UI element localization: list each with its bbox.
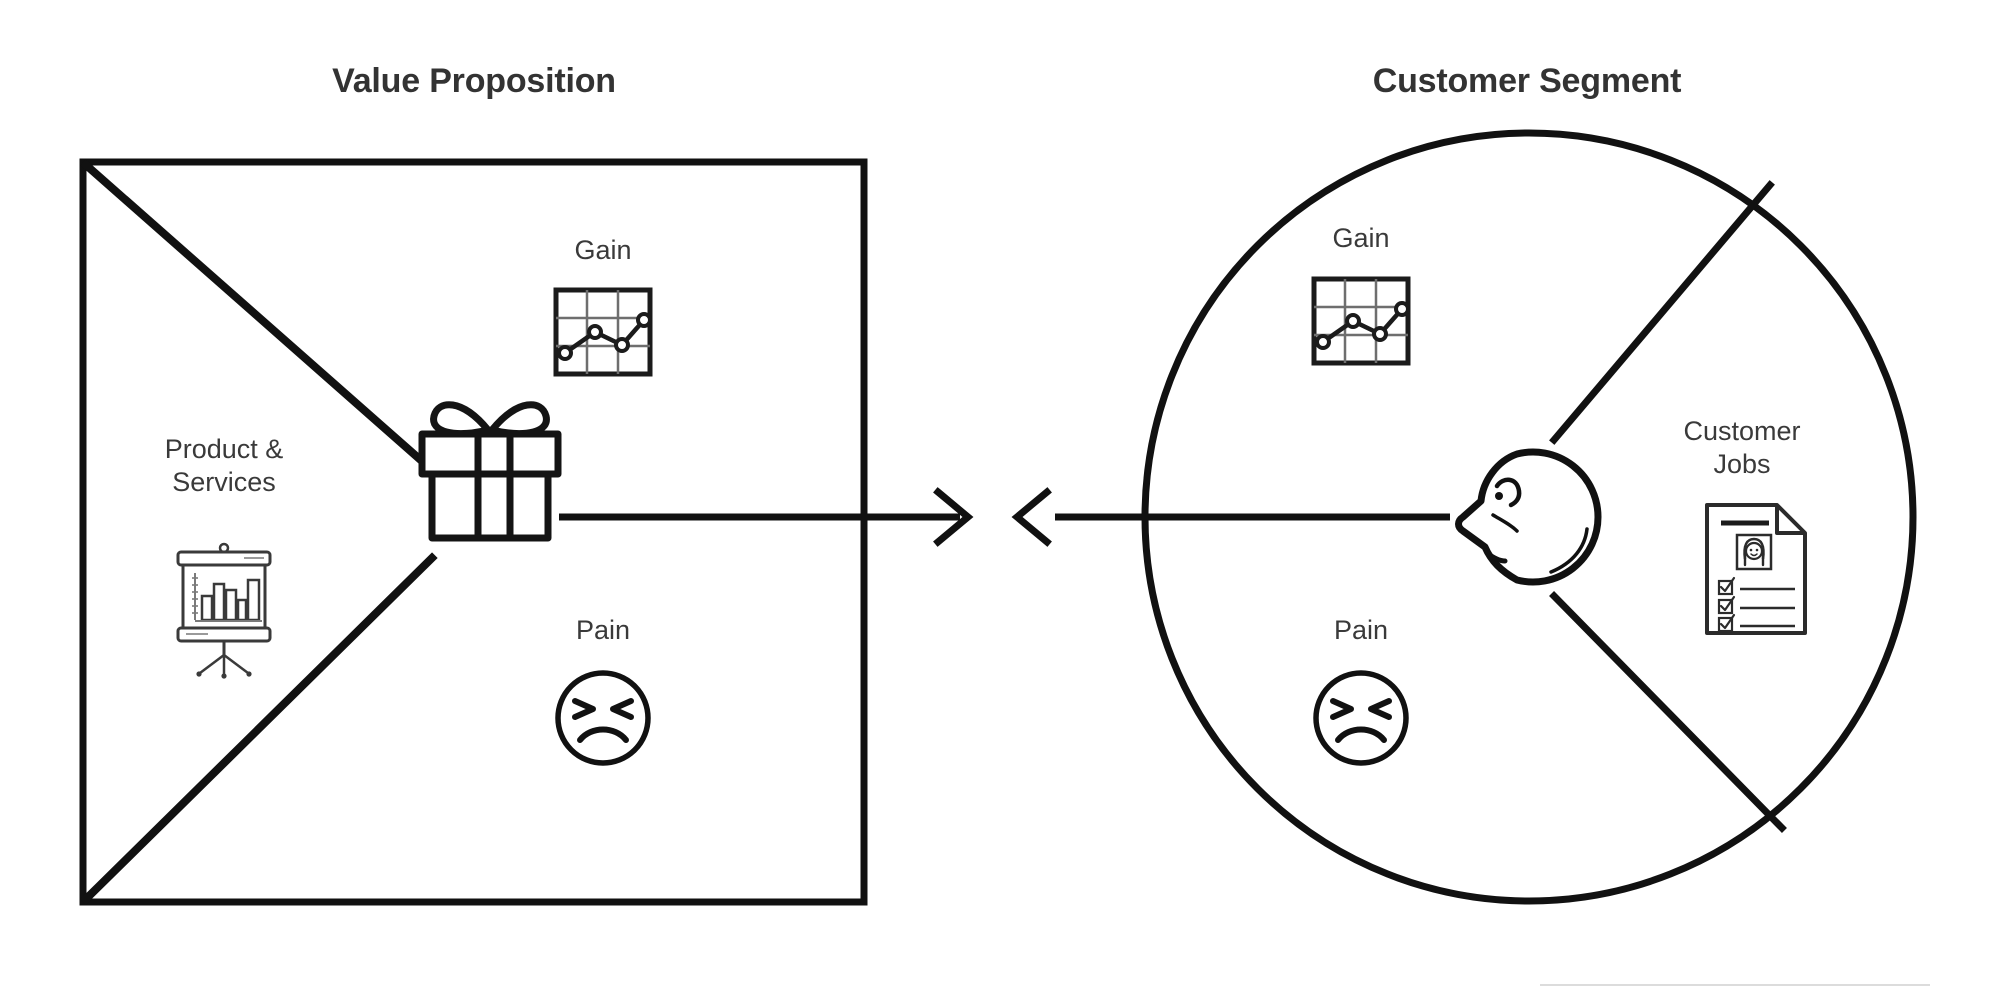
customer-head-profile-icon[interactable] [1455,448,1602,586]
value-proposition-square[interactable] [79,158,868,906]
vp-divider-bottom-diagonal [80,552,438,905]
chart-series-line [562,317,647,356]
gift-bow-right-loop [488,401,550,437]
face-outline [555,670,651,766]
face-left-eye [572,698,596,720]
checkbox-check [1719,613,1736,630]
avatar-hair-sides [1743,553,1765,567]
vp-divider-top-diagonal [80,159,438,476]
arrow-right-icon [933,487,974,547]
avatar-eye [1749,548,1753,552]
avatar-face [1744,541,1764,561]
presentation-stand-leg-left [199,654,225,674]
face-left-eye [1330,698,1354,720]
checkbox-check [1719,595,1736,612]
document-folded-corner [1775,505,1805,535]
section-label-cs-jobs-line2: Jobs [1713,448,1771,479]
gift-box-icon[interactable] [418,401,562,542]
head-eyebrow [1494,477,1522,508]
presentation-foot [221,673,227,679]
presentation-foot [246,671,252,677]
section-label-cs-gain: Gain [1332,223,1390,253]
avatar-eye [1755,548,1759,552]
arrow-left-icon [1011,487,1052,547]
section-label-vp-products-line1: Product & [164,434,284,464]
chart-point [614,337,630,353]
checklist-document-icon[interactable] [1705,503,1807,635]
presentation-bar [236,598,248,622]
head-eye [1495,492,1503,500]
customer-segment-circle[interactable] [1141,129,1917,905]
head-mouth [1484,550,1508,564]
head-jaw-shade [1549,527,1589,574]
section-label-cs-jobs-line1: Customer [1683,416,1801,446]
section-label-vp-products: Product & Services [114,433,334,499]
value-proposition-square-outline [79,158,868,906]
chart-point [1394,301,1410,317]
presentation-bar [200,594,214,622]
section-label-vp-pain: Pain [575,615,631,645]
head-outline [1455,448,1602,586]
face-frown-mouth [577,726,629,743]
page-title-value-proposition: Value Proposition [332,62,616,100]
cs-divider-upper-radial [1549,180,1775,445]
gift-bow-left-loop [430,401,492,437]
chart-point [557,345,573,361]
section-label-cs-pain: Pain [1333,615,1389,645]
face-frown-mouth [1335,726,1387,743]
face-right-eye [1368,698,1392,720]
section-label-vp-gain: Gain [574,235,632,265]
section-label-vp-products-line2: Services [172,466,276,497]
chart-point [587,324,603,340]
face-right-eye [610,698,634,720]
presentation-bar [246,578,261,622]
presentation-stand-leg-right [223,654,249,674]
presentation-bar [212,582,226,622]
line-chart-grid-icon-cs[interactable] [1311,276,1411,366]
presentation-board-icon[interactable] [176,542,272,679]
document-avatar-icon [1735,533,1773,571]
customer-segment-circle-outline [1141,129,1917,905]
avatar-hair [1743,537,1765,560]
chart-point [636,312,652,328]
connector-arrows [559,487,1450,547]
frowning-face-icon-vp[interactable] [555,670,651,766]
section-label-cs-jobs: Customer Jobs [1622,415,1862,481]
head-cheek-line [1491,513,1519,533]
line-chart-grid-icon-vp[interactable] [553,287,653,377]
gift-lid [418,430,562,478]
gift-body [428,470,552,542]
chart-point [1315,334,1331,350]
document-checklist [1717,576,1795,633]
face-outline [1313,670,1409,766]
page-title-customer-segment: Customer Segment [1372,62,1682,100]
presentation-foot [196,671,202,677]
avatar-smile [1750,553,1758,557]
chart-point [1372,326,1388,342]
cs-divider-lower-radial [1549,591,1787,833]
chart-series-line [1320,306,1405,345]
chart-point [1345,313,1361,329]
presentation-bar [224,588,238,622]
checkbox-check [1719,576,1736,593]
frowning-face-icon-cs[interactable] [1313,670,1409,766]
